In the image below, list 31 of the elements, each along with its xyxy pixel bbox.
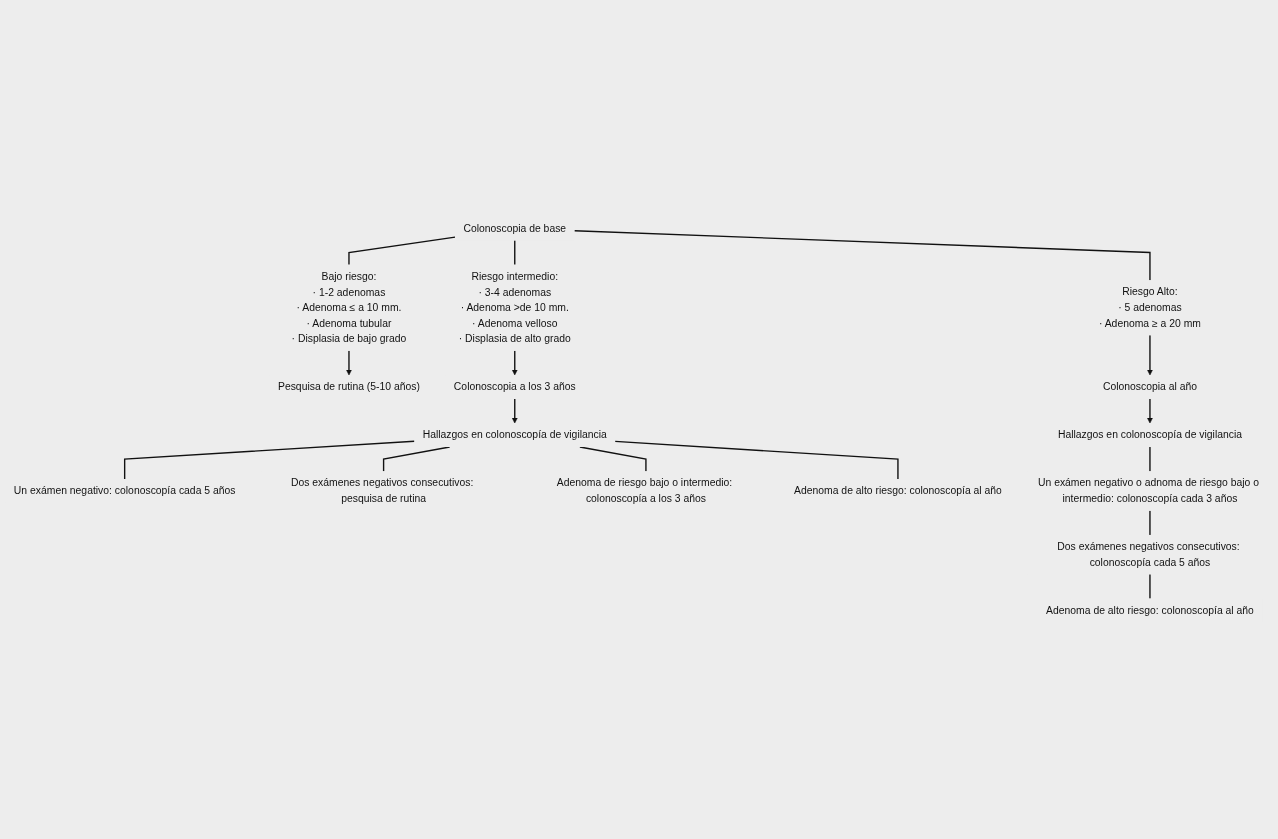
node-text: Hallazgos en colonoscopía de vigilancia (422, 428, 607, 441)
node-text: Adenoma de alto riesgo: colonoscopía al año (1046, 604, 1254, 616)
node-text: Adenoma de riesgo bajo o intermedio: colonoscopía a los 3 años (556, 476, 733, 505)
node-text: Colonoscopia de base (463, 222, 567, 234)
arrow (1146, 398, 1153, 424)
arrow (511, 350, 518, 376)
connector (1149, 446, 1151, 472)
connector (1149, 510, 1151, 536)
connector (514, 239, 516, 266)
node-text: Adenoma de alto riesgo: colonoscopía al año (794, 484, 1002, 497)
connector (1149, 573, 1151, 600)
node-text: Hallazgos en colonoscopía de vigilancia (1057, 428, 1243, 441)
node-text: Un exámen negativo o adnoma de riesgo bajo o intermedio: colonoscopía cada 3 años (1037, 476, 1260, 505)
arrow (345, 350, 352, 376)
connector (614, 440, 899, 480)
node-text: Riesgo intermedio: · 3-4 adenomas · Adenoma >de 10 mm. · Adenoma velloso · Displasia de alto grado (458, 270, 571, 345)
node-text: Colonoscopia al año (1102, 380, 1197, 393)
node-text: Bajo riesgo: · 1-2 adenomas · Adenoma ≤ a 10 mm. · Adenoma tubular · Displasia de bajo grado (291, 270, 407, 345)
arrow (1146, 334, 1153, 376)
connector (579, 446, 647, 472)
node-text: Pesquisa de rutina (5-10 años) (277, 380, 420, 393)
node-text: Dos exámenes negativos consecutivos: pesquisa de rutina (290, 476, 474, 505)
node-text: Un exámen negativo: colonoscopía cada 5 años (13, 484, 236, 497)
node-text: Riesgo Alto: · 5 adenomas · Adenoma ≥ a 20 mm (1098, 285, 1201, 329)
connector (382, 446, 451, 472)
connector (123, 440, 416, 480)
node-text: Colonoscopia a los 3 años (453, 380, 576, 393)
connector (348, 236, 456, 266)
connector (573, 230, 1151, 281)
node-text: Dos exámenes negativos consecutivos: colonoscopía cada 5 años (1057, 540, 1240, 568)
arrow (511, 398, 518, 424)
